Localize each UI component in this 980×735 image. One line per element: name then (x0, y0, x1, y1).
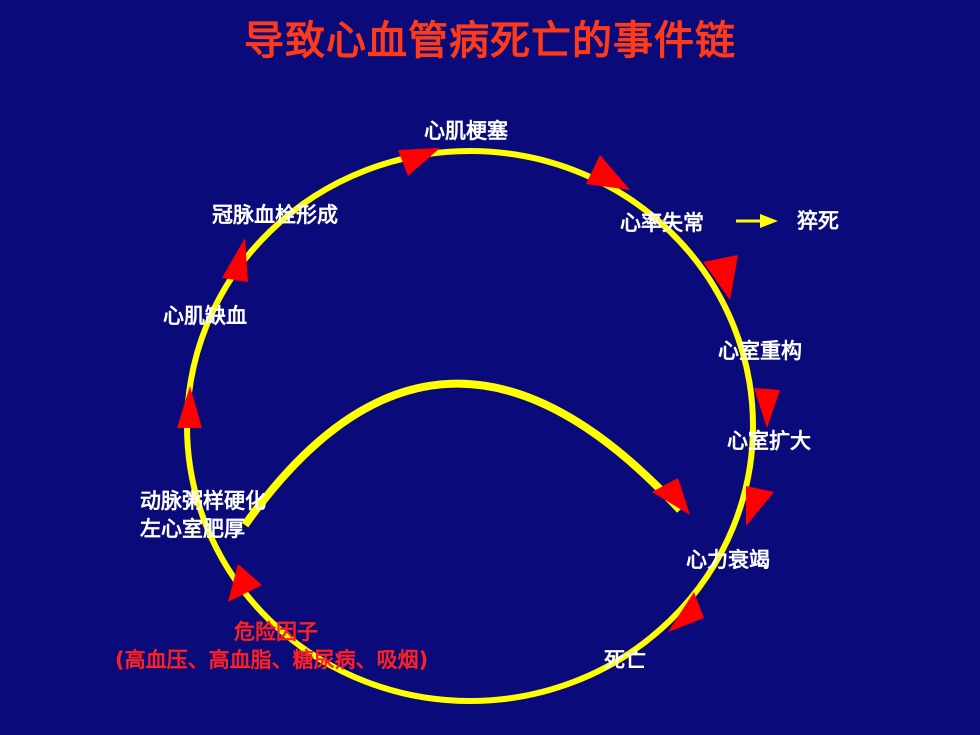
arrow-to-dilation (754, 388, 780, 428)
node-atherosclerosis: 动脉粥样硬化 (140, 489, 266, 513)
node-left-ventricular-hypertrophy: 左心室肥厚 (140, 517, 245, 541)
shortcut-arc (241, 379, 683, 528)
arrow-to-remodeling (703, 255, 738, 300)
arrow-inner-to-hf (652, 478, 690, 515)
arrow-to-mi (398, 148, 440, 176)
node-heart-failure: 心力衰竭 (686, 548, 770, 572)
node-death: 死亡 (604, 648, 646, 672)
arrow-to-heart-failure (746, 486, 774, 526)
node-ventricular-remodeling: 心室重构 (718, 339, 802, 363)
node-myocardial-ischemia: 心肌缺血 (163, 304, 247, 328)
node-sudden-death: 猝死 (797, 209, 839, 233)
arrow-to-death (668, 592, 704, 632)
sudden-death-arrow (760, 214, 778, 228)
arrow-from-risk (228, 564, 262, 602)
slide-title: 导致心血管病死亡的事件链 (244, 18, 736, 64)
arrow-to-arrhythmia (586, 155, 630, 190)
node-risk-factors-detail: (高血压、高血脂、糖尿病、吸烟) (115, 648, 429, 672)
node-ventricular-dilation: 心室扩大 (727, 429, 811, 453)
node-arrhythmia: 心率失常 (620, 211, 704, 235)
arrow-to-ischemia (177, 386, 202, 428)
node-risk-factors: 危险因子 (234, 620, 318, 644)
node-myocardial-infarction: 心肌梗塞 (424, 119, 508, 143)
node-coronary-thrombosis: 冠脉血栓形成 (212, 203, 338, 227)
arrow-to-thrombosis (222, 238, 248, 282)
